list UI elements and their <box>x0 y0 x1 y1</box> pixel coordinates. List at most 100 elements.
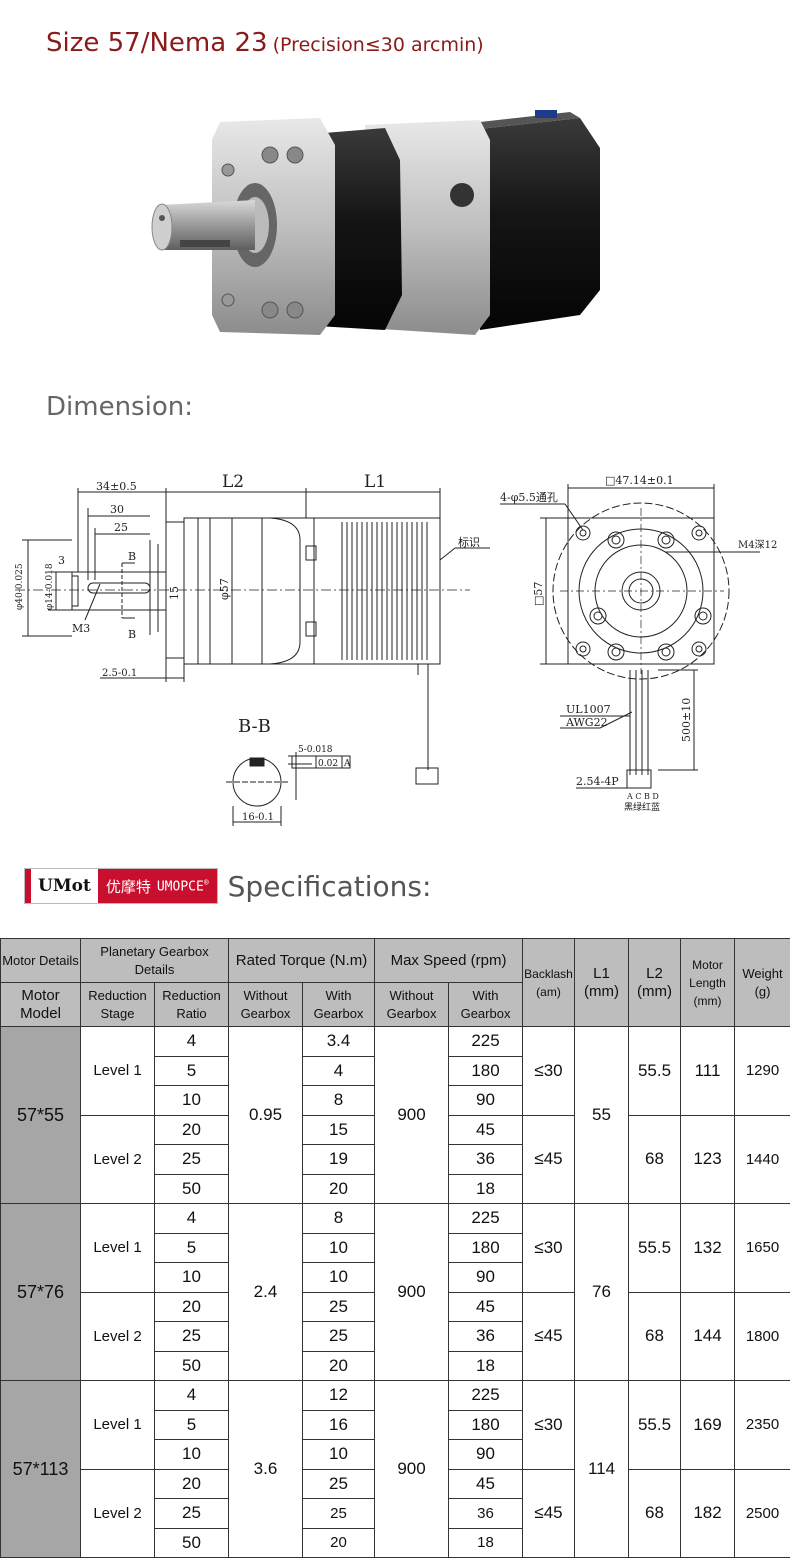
th-motor-model: Motor Model <box>0 982 81 1027</box>
wire-ul: UL1007 <box>566 703 611 716</box>
cell-speed-with: 36 <box>448 1144 524 1175</box>
th-speed-with: With Gearbox <box>448 982 524 1027</box>
cell-speed-with: 225 <box>448 1203 524 1234</box>
section-b-top: B <box>128 550 136 563</box>
cell-torque-with: 19 <box>301 1144 376 1175</box>
cell-l2: 68 <box>628 1468 682 1558</box>
cell-backlash: ≤45 <box>522 1468 576 1558</box>
cell-torque-with: 20 <box>301 1173 376 1204</box>
cell-ratio: 50 <box>154 1350 229 1381</box>
cell-torque-with: 25 <box>301 1468 376 1499</box>
cell-torque-with: 16 <box>301 1409 376 1440</box>
table-row: 10 10 90 <box>1 1262 790 1293</box>
cell-torque-with: 12 <box>301 1380 376 1411</box>
cell-speed-without: 900 <box>374 1380 450 1558</box>
cell-torque-with: 25 <box>301 1291 376 1322</box>
logo-en: UMOPCE® <box>157 878 209 894</box>
logo-bar <box>25 869 31 903</box>
cell-speed-with: 90 <box>448 1439 524 1470</box>
cell-speed-with: 45 <box>448 1291 524 1322</box>
spec-heading: Specifications: <box>227 869 432 903</box>
dim-l1: L1 <box>364 472 386 492</box>
spec-table-body: 57*55 Level 1 4 0.95 3.4 900 225 ≤30 5 5 … <box>0 1026 790 1558</box>
dim-2-5: 2.5-0.1 <box>102 668 137 679</box>
cell-weight: 1440 <box>734 1114 790 1204</box>
cell-torque-with: 3.4 <box>301 1026 376 1057</box>
table-row: 57*55 Level 1 4 0.95 3.4 900 225 ≤30 55 … <box>0 1026 790 1204</box>
cell-l2: 68 <box>628 1291 682 1381</box>
cell-speed-with: 90 <box>448 1262 524 1293</box>
cell-speed-with: 90 <box>448 1085 524 1116</box>
dim-len500: 500±10 <box>680 698 693 742</box>
logo-reg: ® <box>203 877 209 887</box>
cell-motor-length: 111 <box>680 1026 736 1116</box>
cell-torque-without: 0.95 <box>228 1026 303 1204</box>
th-motor-details: Motor Details <box>0 938 81 983</box>
cell-weight: 2500 <box>734 1468 790 1558</box>
cell-ratio: 25 <box>154 1321 229 1352</box>
cell-ratio: 25 <box>154 1498 229 1529</box>
dim-dia57: φ57 <box>218 578 231 600</box>
cell-model: 57*76 <box>0 1203 81 1381</box>
cell-torque-with: 20 <box>301 1527 376 1558</box>
cell-ratio: 10 <box>154 1085 229 1116</box>
table-row: 5 4 180 <box>1 1055 790 1086</box>
dim-sq47: □47.14±0.1 <box>605 474 674 487</box>
cell-stage: Level 1 <box>80 1380 155 1470</box>
dim-m3: M3 <box>72 622 90 635</box>
table-row: 57*113 Level 1 4 3.6 12 900 225 ≤30 114 … <box>0 1380 790 1558</box>
cell-ratio: 4 <box>154 1203 229 1234</box>
cell-backlash: ≤45 <box>522 1114 576 1204</box>
cell-torque-with: 8 <box>301 1203 376 1234</box>
cell-motor-length: 132 <box>680 1203 736 1293</box>
cell-ratio: 10 <box>154 1262 229 1293</box>
th-weight: Weight (g) <box>734 938 790 1027</box>
cell-l2: 68 <box>628 1114 682 1204</box>
product-photo <box>151 110 600 335</box>
cell-motor-length: 123 <box>680 1114 736 1204</box>
table-row: Level 2 20 25 45 ≤45 68 144 1800 <box>1 1291 790 1381</box>
label-marking: 标识 <box>458 535 480 549</box>
cell-speed-with: 180 <box>448 1409 524 1440</box>
cell-backlash: ≤30 <box>522 1203 576 1293</box>
dimension-heading: Dimension: <box>46 392 193 422</box>
cell-stage: Level 2 <box>80 1468 155 1558</box>
th-gearbox-details: Planetary Gearbox Details <box>80 938 229 983</box>
table-row: 5 10 180 <box>1 1232 790 1263</box>
table-row: 10 8 90 <box>1 1085 790 1116</box>
cell-l2: 55.5 <box>628 1026 682 1116</box>
cell-torque-with: 25 <box>301 1321 376 1352</box>
cell-torque-with: 25 <box>301 1498 376 1529</box>
table-row: 25 19 36 <box>1 1144 790 1175</box>
cell-torque-without: 2.4 <box>228 1203 303 1381</box>
cell-motor-length: 169 <box>680 1380 736 1470</box>
wire-awg: AWG22 <box>565 716 608 729</box>
cell-ratio: 50 <box>154 1527 229 1558</box>
cell-l1: 55 <box>574 1026 630 1204</box>
logo-cn: 优摩特 <box>105 877 151 896</box>
cell-backlash: ≤30 <box>522 1026 576 1116</box>
cell-model: 57*55 <box>0 1026 81 1204</box>
cell-ratio: 20 <box>154 1468 229 1499</box>
table-row: 50 20 18 <box>1 1173 790 1204</box>
connector-pitch: 2.54-4P <box>576 775 619 788</box>
cell-backlash: ≤45 <box>522 1291 576 1381</box>
dimension-drawing: 34±0.5 L2 L1 30 25 3 B B φ40-0.025 φ14-0… <box>15 472 777 826</box>
cell-speed-with: 36 <box>448 1498 524 1529</box>
cell-speed-with: 225 <box>448 1380 524 1411</box>
th-rated-torque: Rated Torque (N.m) <box>227 938 376 983</box>
cell-model: 57*113 <box>0 1380 81 1558</box>
cell-torque-with: 15 <box>301 1114 376 1145</box>
cell-l2: 55.5 <box>628 1380 682 1470</box>
cell-speed-with: 18 <box>448 1350 524 1381</box>
dim-16: 16-0.1 <box>242 812 274 823</box>
logo-red-block: 优摩特 UMOPCE® <box>97 869 217 903</box>
tolerance-value: 0.02 <box>318 759 338 769</box>
cell-speed-with: 36 <box>448 1321 524 1352</box>
cell-weight: 1650 <box>734 1203 790 1293</box>
dim-3: 3 <box>58 554 65 567</box>
cell-ratio: 5 <box>154 1409 229 1440</box>
cell-l1: 76 <box>574 1203 630 1381</box>
dim-15: 15 <box>168 586 181 600</box>
cell-backlash: ≤30 <box>522 1380 576 1470</box>
